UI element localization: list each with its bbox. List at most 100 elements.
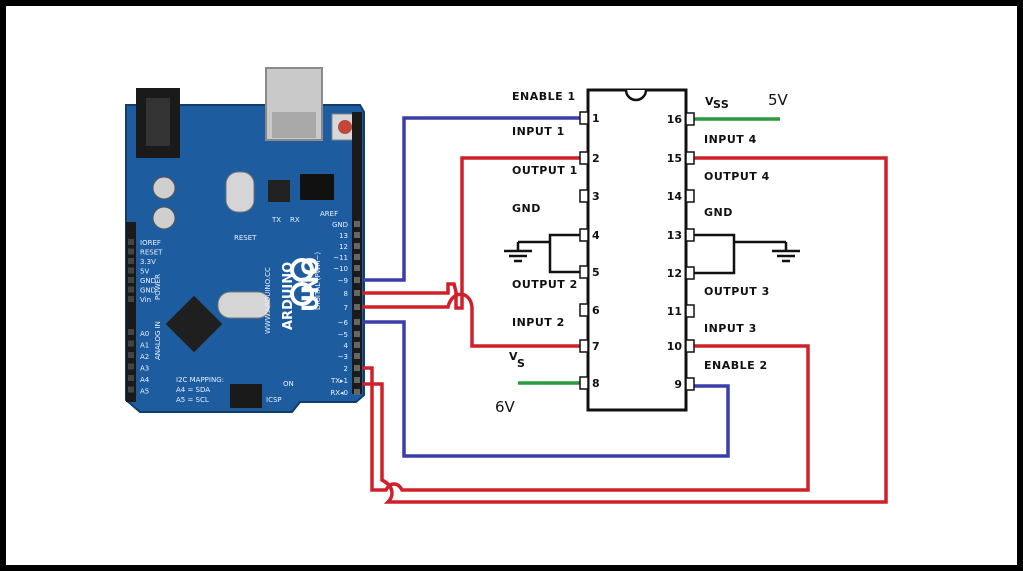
wires (362, 116, 888, 504)
ic-pin-5 (579, 265, 589, 279)
power-header-pin (128, 296, 134, 302)
ic-pin-label-11: OUTPUT 3 (704, 285, 770, 298)
digital-pin-label: 7 (344, 304, 348, 312)
reset-label: RESET (234, 234, 257, 242)
digital-pin-label: 12 (339, 243, 348, 251)
reset-button (338, 120, 352, 134)
on-label: ON (283, 380, 294, 388)
digital-pin-label: 4 (344, 342, 349, 350)
i2c-mapping-label: I2C MAPPING: (176, 376, 224, 384)
power-header-pin (128, 258, 134, 264)
wire-input3 (362, 344, 810, 492)
ic-pin-number-14: 14 (667, 190, 683, 203)
analog-pin-label: A0 (140, 330, 149, 338)
ic-pin-8 (579, 376, 589, 390)
ic-pin-number-11: 11 (667, 305, 682, 318)
icsp-header (230, 384, 262, 408)
digital-pin-label: TX▸1 (330, 377, 348, 385)
digital-pin-label: ~5 (338, 331, 348, 339)
ic-pin-number-5: 5 (592, 266, 600, 279)
analog-pin-label: A5 (140, 388, 149, 396)
digital-header-pin (354, 331, 360, 337)
ic-pin-6 (579, 303, 589, 317)
power-pin-label: Vin (140, 296, 151, 304)
ic-pin-number-16: 16 (667, 113, 683, 126)
power-header-pin (128, 286, 134, 293)
rx-label: RX (290, 216, 300, 224)
ic-pin-14 (685, 189, 695, 203)
digital-pin-label: RX◂0 (330, 389, 348, 397)
vss-subscript: SS (713, 98, 729, 111)
ic-pin-number-6: 6 (592, 304, 600, 317)
ic-pin-number-2: 2 (592, 152, 600, 165)
ic-pin-16 (685, 112, 695, 126)
power-header-pin (128, 277, 134, 283)
power-label: POWER (154, 274, 162, 300)
ic-pin-number-10: 10 (667, 340, 683, 353)
analog-header-pin (128, 340, 134, 347)
digital-header-pin (354, 304, 360, 310)
digital-pin-label: ~6 (338, 319, 349, 327)
power-pin-label: GND (140, 277, 156, 285)
ic-pin-label-6: OUTPUT 2 (512, 278, 578, 291)
ic-pin-label-15: INPUT 4 (704, 133, 757, 146)
vs-label: V (509, 350, 518, 363)
ic-pin-2 (579, 151, 589, 165)
power-pin-label: RESET (140, 249, 163, 257)
ic-pin-number-7: 7 (592, 340, 600, 353)
ic-pin-label-14: OUTPUT 4 (704, 170, 770, 183)
ic-pin-number-15: 15 (667, 152, 682, 165)
ic-pin-label-4: GND (512, 202, 541, 215)
ic-pin-3 (579, 189, 589, 203)
analog-header-pin (128, 375, 134, 381)
analog-header-pin (128, 386, 134, 393)
wire-input2 (362, 292, 584, 348)
ic-pin-number-3: 3 (592, 190, 600, 203)
left-header (126, 222, 136, 402)
digital-label: DIGITAL (PWM~) (314, 252, 322, 310)
analog-header-pin (128, 329, 134, 335)
ic-pin-7 (579, 339, 589, 353)
digital-header-pin (354, 277, 360, 283)
ic-notch (624, 89, 648, 102)
ground-symbol-right-icon (772, 249, 800, 263)
digital-pin-label: ~10 (333, 265, 348, 273)
digital-header-pin (354, 221, 360, 227)
analog-header-pin (128, 352, 134, 358)
power-header-pin (128, 248, 134, 255)
wire-input1 (362, 156, 584, 310)
brand-label: ARDUINO (281, 262, 296, 330)
digital-pin-label: ~11 (333, 254, 348, 262)
digital-header-pin (354, 365, 360, 371)
power-pin-label: 3.3V (140, 258, 156, 266)
icsp-label: ICSP (266, 396, 282, 404)
digital-header-pin (354, 290, 360, 296)
ic-pin-10 (685, 339, 695, 353)
digital-header-pin (354, 254, 360, 260)
analog-label: ANALOG IN (154, 321, 162, 360)
power-pin-label: IOREF (140, 239, 161, 247)
aref-label: AREF (320, 210, 338, 218)
vss-label: V (705, 95, 714, 108)
ic-pin-label-10: INPUT 3 (704, 322, 757, 335)
power-pin-label: GND (140, 287, 156, 295)
ic-pin-label-3: OUTPUT 1 (512, 164, 578, 177)
wire-enable2 (362, 320, 730, 458)
ic-pin-11 (685, 304, 695, 318)
ground-symbol-left-icon (504, 249, 532, 263)
digital-pin-label: GND (332, 221, 348, 229)
wire-gnd-left (548, 233, 584, 274)
ic-pin-1 (579, 111, 589, 125)
digital-header-pin (354, 319, 360, 325)
analog-pin-label: A4 (140, 376, 150, 384)
ic-pin-label-1: ENABLE 1 (512, 90, 576, 103)
ic-pin-number-1: 1 (592, 112, 600, 125)
digital-header-pin (354, 342, 360, 348)
analog-pin-label: A3 (140, 365, 149, 373)
ic-pin-number-4: 4 (592, 229, 600, 242)
infinity-logo-icon (290, 258, 314, 306)
url-label: WWW.ARDUINO.CC (264, 267, 272, 334)
digital-pin-label: 8 (344, 290, 348, 298)
power-pin-label: 5V (140, 268, 149, 276)
digital-header-pin (354, 232, 360, 238)
